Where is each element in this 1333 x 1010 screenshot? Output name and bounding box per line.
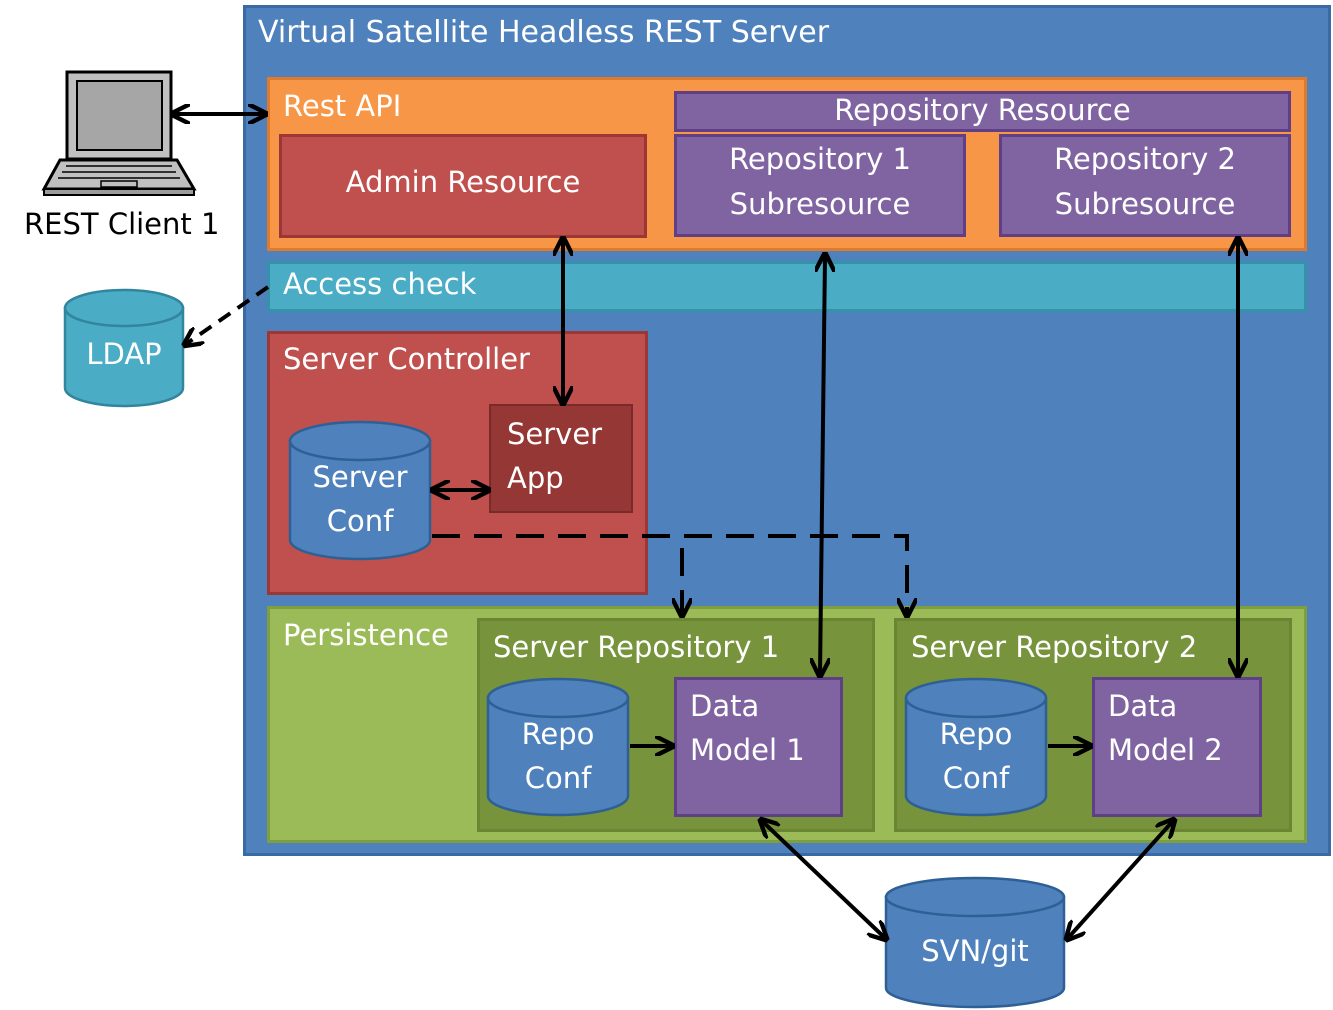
repo-conf-1-line2: Conf (524, 761, 592, 795)
rest-client-label: REST Client 1 (24, 207, 220, 241)
datamodel1-svn-arrow (762, 821, 885, 938)
subresource-2-line1: Repository 2 (1054, 142, 1236, 176)
svn-git-cylinder (884, 876, 1066, 1009)
data-model-1-box (674, 677, 843, 817)
server-app-line2: App (507, 461, 564, 495)
admin-resource-label: Admin Resource (345, 165, 581, 199)
serverconf-repo-dashed-line (432, 534, 907, 614)
server-conf-line2: Conf (326, 504, 394, 538)
subresource-2-line2: Subresource (1054, 187, 1236, 221)
data-model-2-box (1092, 677, 1262, 817)
access-ldap-arrow (186, 285, 270, 344)
subresource-1-line2: Subresource (729, 187, 911, 221)
svn-git-label: SVN/git (921, 934, 1029, 968)
repo-conf-2-cylinder (904, 677, 1048, 817)
repository-resource-box (674, 91, 1291, 132)
laptop-icon (41, 70, 197, 196)
datamodel2-svn-arrow (1068, 821, 1173, 938)
server-repository-2-title: Server Repository 2 (911, 630, 1198, 664)
rest-api-title: Rest API (283, 89, 402, 123)
repository-resource-label: Repository Resource (834, 93, 1131, 127)
server-app-line1: Server (507, 417, 603, 451)
repo-conf-1-cylinder (486, 677, 630, 817)
ldap-cylinder (63, 288, 185, 408)
ldap-label: LDAP (86, 337, 162, 371)
server-conf-line1: Server (312, 460, 408, 494)
access-check-label: Access check (283, 267, 477, 301)
data-model-2-line1: Data (1108, 689, 1178, 723)
data-model-1-line2: Model 1 (690, 733, 805, 767)
repo-conf-1-line1: Repo (521, 717, 595, 751)
repository-1-subresource-box (674, 134, 966, 237)
data-model-2-line2: Model 2 (1108, 733, 1223, 767)
server-app-box (489, 404, 633, 513)
subresource-1-line1: Repository 1 (729, 142, 911, 176)
server-repository-1-title: Server Repository 1 (493, 630, 780, 664)
access-check-bar (267, 261, 1307, 312)
server-controller-title: Server Controller (283, 342, 530, 376)
server-conf-cylinder (288, 420, 432, 561)
server-title: Virtual Satellite Headless REST Server (258, 15, 830, 50)
persistence-title: Persistence (283, 618, 449, 652)
data-model-1-line1: Data (690, 689, 760, 723)
repo-conf-2-line2: Conf (942, 761, 1010, 795)
admin-resource-box (279, 134, 647, 238)
repo-conf-2-line1: Repo (939, 717, 1013, 751)
sub1-datamodel1-arrow (820, 256, 825, 674)
repository-2-subresource-box (999, 134, 1291, 237)
